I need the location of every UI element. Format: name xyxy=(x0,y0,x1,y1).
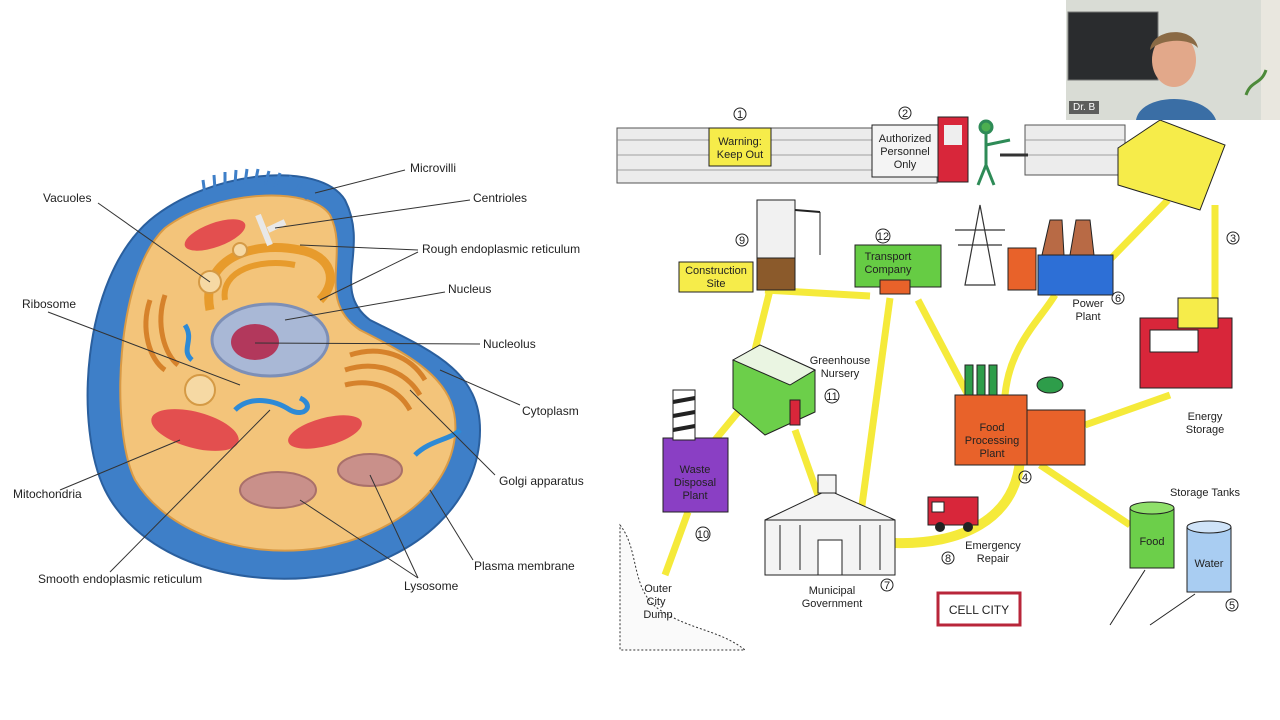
food-processing-plant xyxy=(954,394,1028,466)
svg-text:Government: Government xyxy=(802,598,863,610)
receptor-box xyxy=(1117,119,1226,211)
centrioles-shape xyxy=(255,213,287,247)
svg-text:7: 7 xyxy=(884,580,890,592)
guard-figure xyxy=(976,119,1011,186)
svg-text:City: City xyxy=(647,596,666,608)
label-plasma-membrane: Plasma membrane xyxy=(474,559,575,573)
fence xyxy=(616,124,1126,184)
label-ribosome: Ribosome xyxy=(22,297,76,311)
svg-text:Processing: Processing xyxy=(965,435,1019,447)
label-nucleus: Nucleus xyxy=(448,282,491,296)
microvilli-shape xyxy=(201,168,315,200)
construction-building xyxy=(756,199,796,291)
svg-text:Greenhouse: Greenhouse xyxy=(810,355,871,367)
guard-booth xyxy=(937,116,969,183)
svg-text:Only: Only xyxy=(894,159,917,171)
svg-text:Keep Out: Keep Out xyxy=(717,149,763,161)
svg-text:4: 4 xyxy=(1022,472,1028,484)
svg-text:Emergency: Emergency xyxy=(965,540,1021,552)
svg-text:Disposal: Disposal xyxy=(674,477,716,489)
mitochondria-shape-2 xyxy=(151,409,239,451)
label-centrioles: Centrioles xyxy=(473,191,527,205)
label-nucleolus: Nucleolus xyxy=(483,337,536,351)
participant-video-image xyxy=(1066,0,1280,120)
svg-text:Municipal: Municipal xyxy=(809,585,855,597)
power-plant-building xyxy=(1037,254,1114,296)
svg-text:Authorized: Authorized xyxy=(879,133,932,145)
svg-text:8: 8 xyxy=(945,553,951,565)
svg-text:Nursery: Nursery xyxy=(821,368,860,380)
greenhouse xyxy=(732,344,816,436)
lysosome-shape-1 xyxy=(239,471,317,509)
svg-text:Plant: Plant xyxy=(682,490,707,502)
svg-text:Water: Water xyxy=(1195,558,1224,570)
participant-video-tile[interactable]: Dr. B xyxy=(1066,0,1280,120)
water-tank xyxy=(1149,520,1232,626)
svg-text:9: 9 xyxy=(739,235,745,247)
svg-text:Storage: Storage xyxy=(1186,424,1225,436)
svg-text:Dump: Dump xyxy=(643,609,672,621)
svg-text:Company: Company xyxy=(864,264,912,276)
label-golgi: Golgi apparatus xyxy=(499,474,584,488)
warning-sign xyxy=(708,127,772,167)
mitochondria-shape-3 xyxy=(288,415,362,449)
label-mitochondria: Mitochondria xyxy=(13,487,82,501)
mitochondria-shape-1 xyxy=(184,219,246,251)
svg-text:Warning:: Warning: xyxy=(718,136,762,148)
dump-pile xyxy=(619,523,747,651)
cell-city-title: CELL CITY xyxy=(949,603,1009,617)
golgi-shape xyxy=(143,294,428,412)
svg-text:Plant: Plant xyxy=(979,448,1004,460)
roads xyxy=(661,197,1219,577)
waste-disposal-plant xyxy=(662,437,729,513)
label-microvilli: Microvilli xyxy=(410,161,456,175)
svg-text:Site: Site xyxy=(707,278,726,290)
svg-text:Food: Food xyxy=(979,422,1004,434)
svg-text:Food: Food xyxy=(1139,536,1164,548)
svg-text:Transport: Transport xyxy=(865,251,912,263)
participant-name: Dr. B xyxy=(1069,101,1100,114)
svg-text:6: 6 xyxy=(1115,293,1121,305)
svg-text:12: 12 xyxy=(877,231,889,243)
label-cytoplasm: Cytoplasm xyxy=(522,404,579,418)
svg-text:2: 2 xyxy=(902,108,908,120)
svg-text:11: 11 xyxy=(826,391,837,403)
transport-sign xyxy=(854,244,942,288)
authorized-sign xyxy=(871,124,939,178)
svg-text:Outer: Outer xyxy=(644,583,672,595)
nucleolus-shape xyxy=(231,324,279,360)
svg-text:Waste: Waste xyxy=(680,464,711,476)
municipal-government xyxy=(764,474,896,576)
label-smooth-er: Smooth endoplasmic reticulum xyxy=(38,572,202,586)
svg-text:1: 1 xyxy=(737,109,743,121)
svg-text:Power: Power xyxy=(1072,298,1104,310)
svg-text:Storage Tanks: Storage Tanks xyxy=(1170,487,1241,499)
label-rough-er: Rough endoplasmic reticulum xyxy=(422,242,580,256)
svg-text:Personnel: Personnel xyxy=(880,146,930,158)
label-lysosome: Lysosome xyxy=(404,579,459,593)
smooth-er-shape xyxy=(182,323,462,457)
cell-city-sign xyxy=(936,591,1022,627)
svg-text:Energy: Energy xyxy=(1188,411,1223,423)
svg-text:Repair: Repair xyxy=(977,553,1010,565)
svg-text:5: 5 xyxy=(1229,600,1235,612)
svg-text:Construction: Construction xyxy=(685,265,747,277)
svg-text:Plant: Plant xyxy=(1075,311,1100,323)
construction-sign xyxy=(678,261,754,293)
food-tank xyxy=(1109,501,1175,626)
lysosome-shape-2 xyxy=(337,453,403,487)
svg-text:10: 10 xyxy=(697,529,709,541)
energy-storage-building xyxy=(1139,317,1233,389)
label-vacuoles: Vacuoles xyxy=(43,191,91,205)
cell-diagram: Microvilli Vacuoles Centrioles Rough end… xyxy=(13,161,584,593)
transport-truck xyxy=(879,279,911,295)
svg-text:3: 3 xyxy=(1230,233,1236,245)
power-tower xyxy=(955,204,1005,286)
emergency-truck xyxy=(927,496,979,526)
